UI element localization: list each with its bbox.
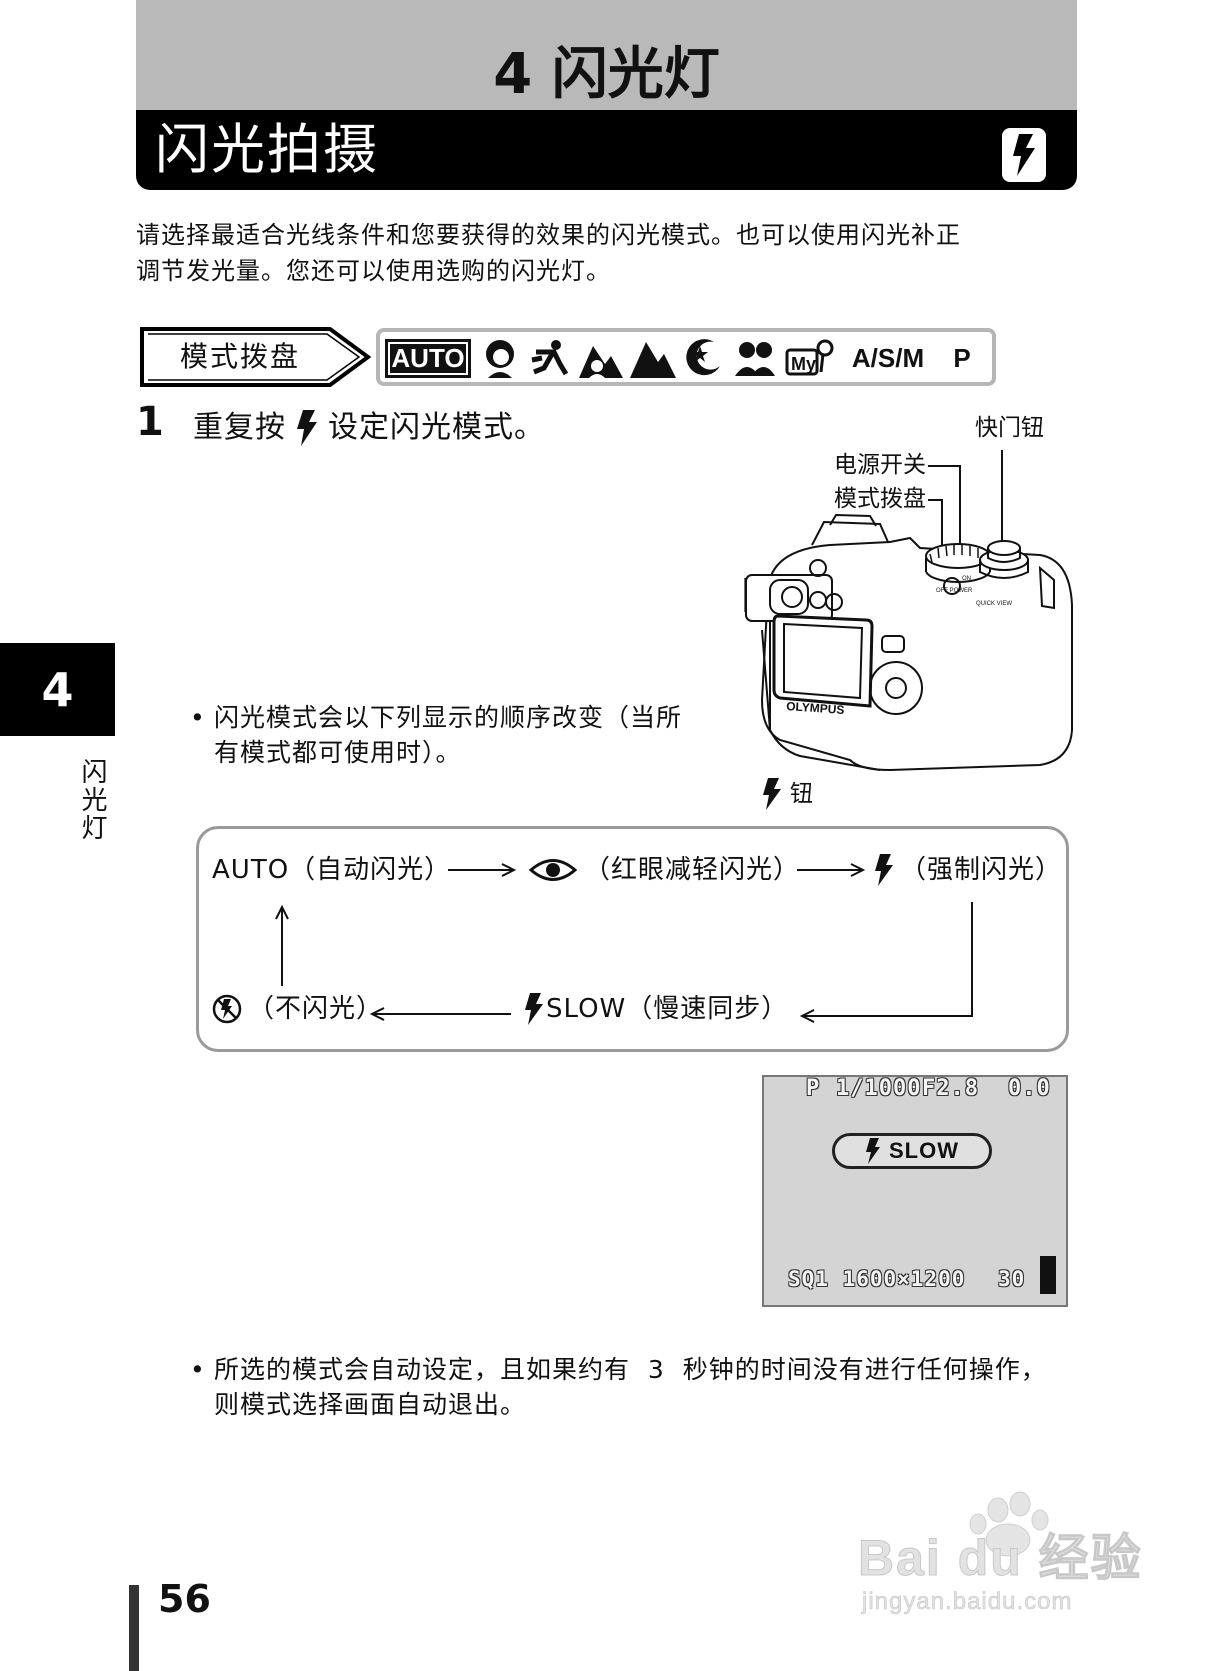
red-eye-icon (528, 859, 578, 881)
page-number: 56 (158, 1577, 211, 1621)
sports-icon (528, 337, 572, 379)
cycle-fill-flash: （强制闪光） (874, 853, 1062, 887)
flash-icon (525, 993, 543, 1025)
lcd-screen (762, 1075, 1068, 1307)
shutter-button-callout: 快门钮 (975, 415, 1044, 441)
p-mode-icon: P (953, 342, 971, 373)
intro-line-1: 请选择最适合光线条件和您要获得的效果的闪光模式。也可以使用闪光补正 (136, 221, 961, 249)
chapter-title: 4 闪光灯 (493, 42, 720, 107)
intro-line-2: 调节发光量。您还可以使用选购的闪光灯。 (136, 257, 611, 285)
step-text: 重复按 设定闪光模式。 (193, 408, 545, 448)
svg-text:OLYMPUS: OLYMPUS (786, 699, 845, 717)
my-mode-icon: My (784, 337, 836, 379)
watermark-brand: Bai du 经验 (858, 1530, 1143, 1587)
bullet-note-order: •闪光模式会以下列显示的顺序改变（当所 有模式都可使用时）。 (190, 703, 683, 767)
svg-text:OFF POWER: OFF POWER (936, 588, 973, 594)
landscape-portrait-icon (578, 337, 624, 379)
mode-dial-label-box (140, 327, 372, 387)
svg-text:QUICK VIEW: QUICK VIEW (976, 601, 1012, 607)
svg-text:ON: ON (962, 576, 971, 582)
lcd-flash-mode-badge: SLOW (832, 1133, 992, 1169)
chapter-bar (136, 0, 1077, 110)
cycle-arrows (275, 863, 973, 1023)
night-scene-icon (682, 337, 726, 379)
chapter-tab-label: 闪光灯 (77, 758, 107, 842)
asm-mode-icon: A/S/M (851, 342, 925, 373)
flash-icon (763, 778, 781, 810)
flash-button-callout: 钮 (762, 778, 813, 810)
chapter-tab-number: 4 (41, 663, 74, 717)
flash-off-icon (212, 994, 242, 1024)
power-switch-callout: 电源开关 (834, 452, 926, 478)
flash-icon (866, 1138, 880, 1164)
mode-dial-label: 模式拨盘 (180, 340, 301, 373)
lcd-shutter-speed: 1/1000 (836, 1076, 922, 1101)
cycle-auto: AUTO（自动闪光） (212, 855, 452, 885)
auto-mode-icon: AUTO (384, 337, 472, 379)
watermark-url: jingyan.baidu.com (862, 1588, 1073, 1616)
camera-illustration: OLYMPUS ON OFF POWER QUICK VIEW (744, 450, 1073, 772)
landscape-icon (630, 337, 676, 379)
lcd-exposure-comp: 0.0 (1008, 1076, 1051, 1101)
page-number-bar (129, 1585, 139, 1671)
cycle-redeye: （红眼减轻闪光） (528, 853, 800, 887)
section-bar (136, 110, 1077, 190)
lcd-quality: SQ1 1600×1200 (788, 1267, 966, 1291)
bullet-note-timeout: •所选的模式会自动设定，且如果约有 3 秒钟的时间没有进行任何操作， 则模式选择… (190, 1355, 1047, 1419)
lcd-aperture: F2.8 (922, 1076, 979, 1101)
lcd-battery-icon (1040, 1256, 1056, 1294)
mode-icon-strip: AUTO My A/S/M P (376, 328, 996, 386)
flash-icon (1002, 128, 1046, 182)
lcd-mode: P (806, 1076, 821, 1101)
baidu-paw-icon (969, 1491, 1049, 1557)
cycle-flash-off: （不闪光） (212, 992, 383, 1026)
section-title: 闪光拍摄 (155, 118, 379, 181)
step-number: 1 (136, 399, 164, 445)
flash-mode-cycle-box (196, 826, 1069, 1052)
baidu-watermark (858, 1490, 1138, 1624)
chapter-tab (0, 643, 115, 736)
portrait-icon (478, 337, 522, 379)
lcd-shots-remaining: 30 (998, 1267, 1026, 1291)
mode-dial-callout: 模式拨盘 (834, 486, 926, 512)
self-portrait-icon (732, 337, 778, 379)
flash-icon (875, 854, 893, 886)
step-text-after: 设定闪光模式。 (328, 410, 545, 445)
svg-text:My: My (791, 354, 816, 374)
flash-icon (297, 410, 317, 446)
step-text-before: 重复按 (193, 410, 286, 445)
cycle-slow-sync: SLOW（慢速同步） (524, 992, 788, 1026)
